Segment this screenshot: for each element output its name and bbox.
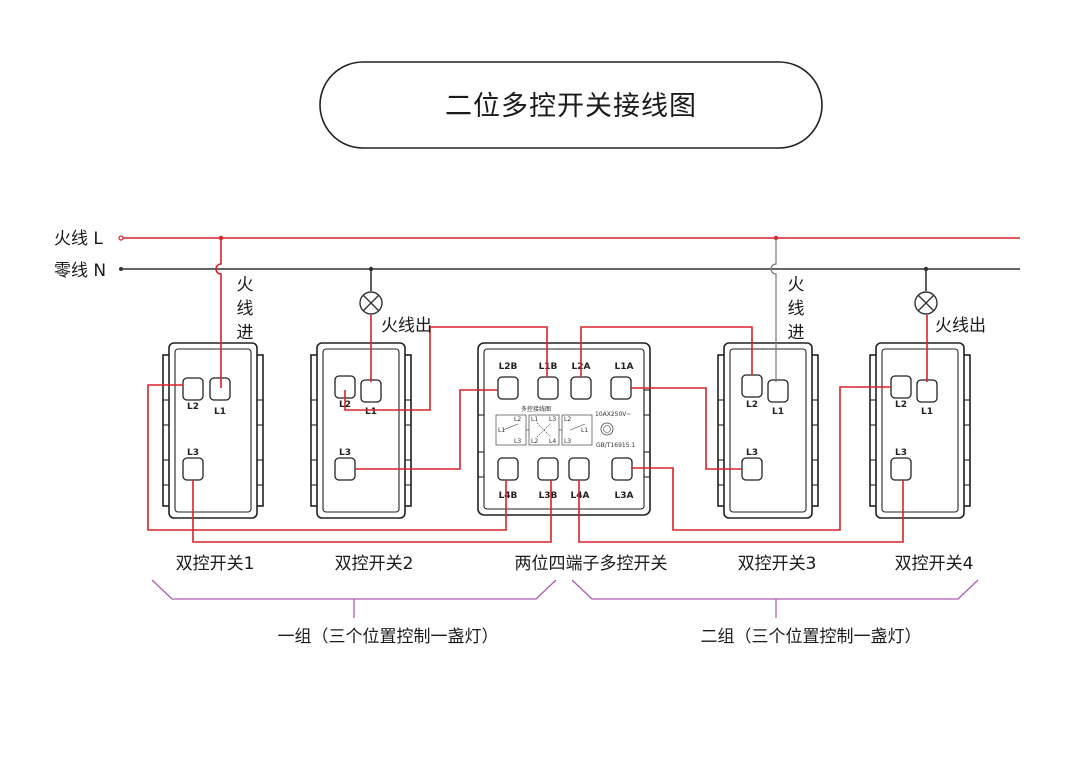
terminal-label: L1 [921,407,933,417]
group-bracket-1 [151,579,557,618]
terminal-label: L3 [746,448,758,458]
switch-name-1: 双控开关1 [176,554,255,574]
neutral-wiring [368,235,929,382]
neutral-line-label: 零线 N [54,261,106,281]
terminal-label: L3A [615,491,634,501]
terminal-label: L4B [499,491,518,501]
terminal-label: L1 [772,407,784,417]
switch-name-2: 双控开关2 [335,554,414,574]
switch-body-2: L2 L1 L3 [310,342,412,519]
terminal-label: L2 [187,402,199,412]
certification-mark-icon [600,422,614,436]
switch-body-4: L2 L1 L3 [869,342,971,519]
mini-term-label: L2 [564,416,571,423]
switch-body-3: L2 L1 L3 [717,342,819,519]
svg-text:火: 火 [788,275,805,295]
live-out-label-2: 火线出 [935,316,986,336]
terminal-label: L3B [539,491,558,501]
terminal-socket [610,376,632,400]
module-standard: GB/T16915.1 [596,442,635,449]
terminal-socket [360,379,382,403]
live-bus [118,235,1020,241]
svg-text:进: 进 [788,323,805,343]
terminal-socket [890,375,912,399]
terminal-socket [537,376,559,400]
mini-term-label: L1 [581,427,588,434]
mini-term-label: L3 [564,438,571,445]
terminal-socket [767,379,789,403]
svg-text:火: 火 [237,275,254,295]
page-title: 二位多控开关接线图 [445,91,697,122]
terminal-label: L1 [214,407,226,417]
terminal-socket [209,377,231,401]
terminal-socket [497,457,519,481]
terminal-socket [611,457,633,481]
terminal-label: L3 [895,448,907,458]
terminal-socket [570,376,592,400]
group-label-2: 二组（三个位置控制一盏灯） [701,627,922,647]
terminal-socket [741,457,763,481]
terminal-label: L1B [539,362,558,372]
switch-name-3: 双控开关3 [738,554,817,574]
mini-term-label: L2 [514,416,521,423]
group-label-1: 一组（三个位置控制一盏灯） [278,627,499,647]
terminal-socket [916,379,938,403]
mini-term-label: L1 [531,416,538,423]
multi-control-switch-body: L2B L1B L2A L1A L4B L3B L4A L3A 多控接线图 L2… [477,342,651,516]
module-diagram-title: 多控接线图 [521,405,551,413]
terminal-label: L3 [339,448,351,458]
terminal-label: L3 [187,448,199,458]
terminal-socket [537,457,559,481]
title-frame [319,61,823,149]
mini-term-label: L3 [549,416,556,423]
svg-text:线: 线 [237,299,254,319]
neutral-bus [119,267,1020,271]
terminal-label: L4A [571,491,590,501]
switch-name-multi: 两位四端子多控开关 [515,554,668,574]
terminal-socket [568,457,590,481]
terminal-socket [182,377,204,401]
terminal-label: L1 [365,407,377,417]
switch-body-1: L2 L1 L3 [162,342,264,519]
switch-name-4: 双控开关4 [895,554,974,574]
lamp-icon [914,291,938,315]
svg-text:进: 进 [237,323,254,343]
terminal-label: L1A [615,362,634,372]
live-line-label: 火线 L [54,229,103,249]
svg-text:线: 线 [788,299,805,319]
terminal-label: L2B [499,362,518,372]
terminal-socket [334,457,356,481]
terminal-socket [741,374,763,398]
mini-term-label: L4 [549,438,556,445]
group-bracket-2 [571,579,979,618]
terminal-socket [497,376,519,400]
terminal-label: L2 [895,400,907,410]
live-wiring [147,235,928,543]
live-in-label-1: 火 线 进 [237,275,254,343]
terminal-socket [182,457,204,481]
module-rating: 10AX250V~ [595,411,631,418]
mini-term-label: L3 [514,438,521,445]
mini-term-label: L1 [498,427,505,434]
mini-term-label: L2 [531,438,538,445]
lamp-icon [359,291,383,315]
live-in-label-2: 火 线 进 [788,275,805,343]
terminal-socket [890,457,912,481]
terminal-label: L2 [746,400,758,410]
live-out-label-1: 火线出 [381,316,432,336]
